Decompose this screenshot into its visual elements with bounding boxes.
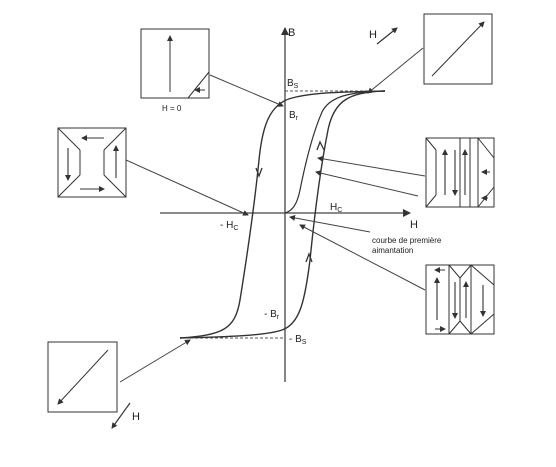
bs-top-label: BS [287,78,299,90]
field-bottom-arrow [111,402,131,429]
h-zero-label: H = 0 [162,104,182,113]
connector-domains-mid-2 [315,170,419,197]
domain-box-saturated-negative [47,341,118,413]
first-magnetization-curve [284,90,386,214]
loop-arrow-desc [255,167,263,178]
domain-box-domains-lower [425,264,495,335]
loop-arrow-asc [305,252,313,263]
br-bottom-label: - Br [264,309,280,321]
bs-bottom-label: - BS [289,334,307,346]
connector-saturated-positive [367,47,424,94]
diagonal-arrow-icon [431,21,485,77]
field-top-arrow [376,27,398,45]
connector-saturated-negative [119,339,191,383]
domain-box-remanence [140,28,210,99]
x-axis-label: H [410,219,418,231]
loop-arrow-first [316,140,325,151]
domain-box-saturated-positive [423,13,493,85]
descending-branch [179,90,386,339]
hc-neg-label: - HC [220,220,238,232]
domain-box-closure-left [57,127,127,198]
connector-remanence [209,74,284,107]
connector-domains-mid [317,155,426,177]
y-axis-label: B [288,27,295,39]
br-top-label: Br [289,110,299,122]
domain-box-domains-mid [425,137,495,208]
field-bottom-label: H [132,411,140,423]
ascending-branch [179,90,386,339]
connector-domains-lower [299,224,426,291]
connector-first-magnetization [289,214,371,233]
hc-pos-label: HC [330,202,342,214]
diagonal-arrow-down-left-icon [57,349,109,405]
field-top-label: H [369,29,377,41]
connector-closure-left [125,159,249,216]
